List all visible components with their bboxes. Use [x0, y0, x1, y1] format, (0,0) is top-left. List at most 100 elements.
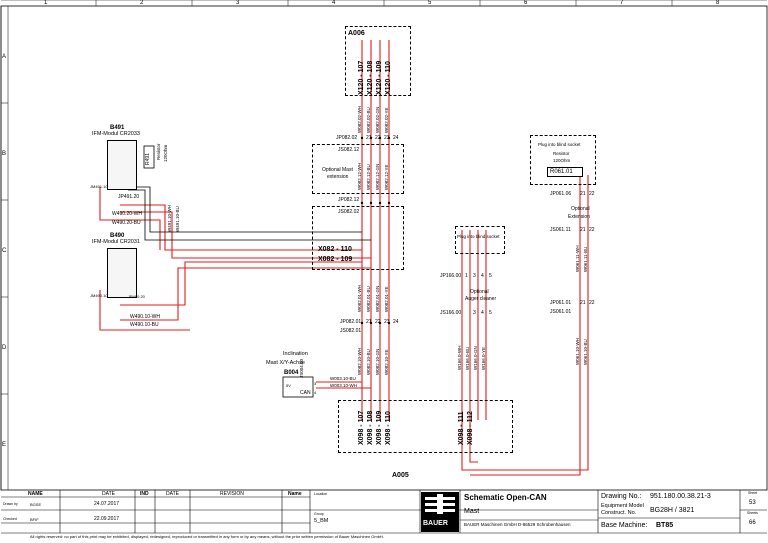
tb-drawn-by: Drawn by [3, 502, 18, 506]
grid-row-label: A [2, 54, 7, 60]
wire-label: W082.10-WH [357, 347, 362, 375]
auger-plug-note: Plug into blind socket [457, 234, 500, 239]
pin-label: 22 [589, 191, 595, 197]
wire-label: W082.10-YE [384, 349, 389, 375]
b491-subtitle: IFM-Modul CR2033 [92, 131, 140, 137]
pin-label: 5 [489, 310, 492, 316]
tb-drawing-no: 951.180.00.38.21-3 [650, 493, 711, 500]
mast-ext-box [312, 144, 404, 194]
x082-pin-109: X082 - 109 [318, 256, 353, 263]
tb-location: Location [314, 492, 328, 496]
pin-label: 3 [473, 310, 476, 316]
a005-box [338, 400, 513, 453]
wire-label: W166.0-YE [481, 346, 486, 370]
pin-label: 21 [366, 319, 372, 325]
pin-label: 22 [589, 300, 595, 306]
ext-resistor-name: R061.01 [550, 169, 573, 175]
pin-label: 5 [489, 273, 492, 279]
b004-label: Inclination [283, 351, 308, 357]
pin-label: 23 [384, 135, 390, 141]
wire-label: W082.01-GN [375, 285, 380, 312]
ext-js-bot: JS061.01 [550, 309, 572, 315]
wire-label: W082.12-WH [357, 162, 362, 190]
auger-label: Optional [470, 289, 489, 295]
tb-company: BAUER Maschinen GmbH D-86529 Schrobenhau… [464, 522, 571, 527]
mid-jp: JP082.01 [340, 319, 362, 325]
grid-column-label: 4 [332, 0, 336, 6]
pin-label: 22 [375, 135, 381, 141]
wire-label: W082.02-YE [384, 107, 389, 133]
a006-pin: X120 - 109 [376, 60, 383, 95]
b490-connector: JM490.10 [90, 293, 108, 298]
tb-checked-name: BFIF [30, 517, 39, 522]
b004-label: Mast X/Y-Achse [266, 360, 305, 366]
wire-label: W082.12-BU [366, 164, 371, 190]
grid-row-label: B [2, 151, 7, 157]
wire-label: W082.02-BU [366, 107, 371, 133]
grid-row-label: C [2, 248, 7, 254]
grid-column-label: 8 [716, 0, 720, 6]
tb-equipment-label: Equipment Model [601, 503, 644, 509]
a006-pin: X120 - 108 [367, 60, 374, 95]
ext-label: Extension [568, 214, 590, 220]
grid-column-label: 2 [140, 0, 144, 6]
tb-group: Group [314, 512, 324, 516]
x082-pin-110: X082 - 110 [318, 246, 352, 253]
wire-label: W061.10-BU [583, 339, 588, 365]
a005-title: A005 [392, 472, 409, 479]
pin-label: 22 [589, 227, 595, 233]
pin-label: 24 [393, 319, 399, 325]
wire-label: W082.02-WH [357, 105, 362, 133]
wire-label: W490.10-WH [130, 314, 161, 320]
a006-box [345, 26, 411, 96]
auger-label: Auger cleaner [465, 296, 497, 302]
tb-sheet-label: Sheet [748, 491, 758, 495]
tb-name2-hdr: Name [288, 491, 302, 497]
tb-title-line2: Mast [464, 508, 480, 515]
pin-label: 1 [465, 273, 468, 279]
a005-pin: X098 - 111 [458, 411, 465, 445]
a005-pin: X098 - 112 [467, 411, 474, 445]
b491-connector: JM491.10 [90, 184, 108, 189]
tb-name-hdr: NAME [28, 491, 43, 497]
pin-label: 24 [393, 135, 399, 141]
ext-plug-note: Plug into blind socket [538, 142, 581, 147]
wire-label: W490.20-WH [112, 211, 143, 217]
tb-checked-date: 22.09.2017 [94, 516, 120, 522]
x082-box [312, 206, 404, 270]
tb-revision-hdr: REVISION [220, 491, 244, 497]
ext-jp-top: JP061.06 [550, 191, 572, 197]
b491-module [107, 140, 137, 190]
a005-pin: X098 - 109 [376, 410, 383, 445]
pin-label: 4 [481, 310, 484, 316]
pin-label: 21 [580, 227, 586, 233]
ext-resistor [547, 167, 583, 177]
tb-title-line1: Schematic Open-CAN [464, 493, 547, 502]
tb-drawn-date: 24.07.2017 [94, 501, 120, 507]
wire-label: W491.10-BU [175, 206, 180, 232]
mast-ext-jp-bot: JP082.12 [338, 197, 360, 203]
wire-label: W166.0-WH [457, 345, 462, 370]
b491-jp: JP491.20 [118, 194, 140, 200]
wire-label: W166.0-GN [473, 346, 478, 370]
wire-label: W166.0-BU [465, 346, 470, 370]
pin-label: 22 [375, 319, 381, 325]
wire-label: W082.01-WH [357, 284, 362, 312]
wire-label: W490.10-BU [130, 322, 159, 328]
grid-row-label: D [2, 345, 7, 351]
auger-js: JS166.00 [440, 310, 462, 316]
tb-drawing-no-label: Drawing No.: [601, 493, 642, 500]
pin-label: 23 [384, 319, 390, 325]
b004-pin: 5V [286, 383, 291, 388]
auger-box [455, 226, 505, 254]
wire-label: W003.10-BU [330, 376, 356, 381]
a006-title: A006 [348, 30, 365, 37]
mast-ext-jp-top: JP082.02 [336, 135, 358, 141]
tb-checked: Checked [3, 517, 17, 521]
a005-pin: X098 - 110 [385, 411, 392, 445]
pin-label: 4 [481, 273, 484, 279]
pin-label: 21 [366, 135, 372, 141]
grid-row-label: E [2, 442, 7, 448]
tb-model-value: BG28H / 3821 [650, 507, 695, 514]
